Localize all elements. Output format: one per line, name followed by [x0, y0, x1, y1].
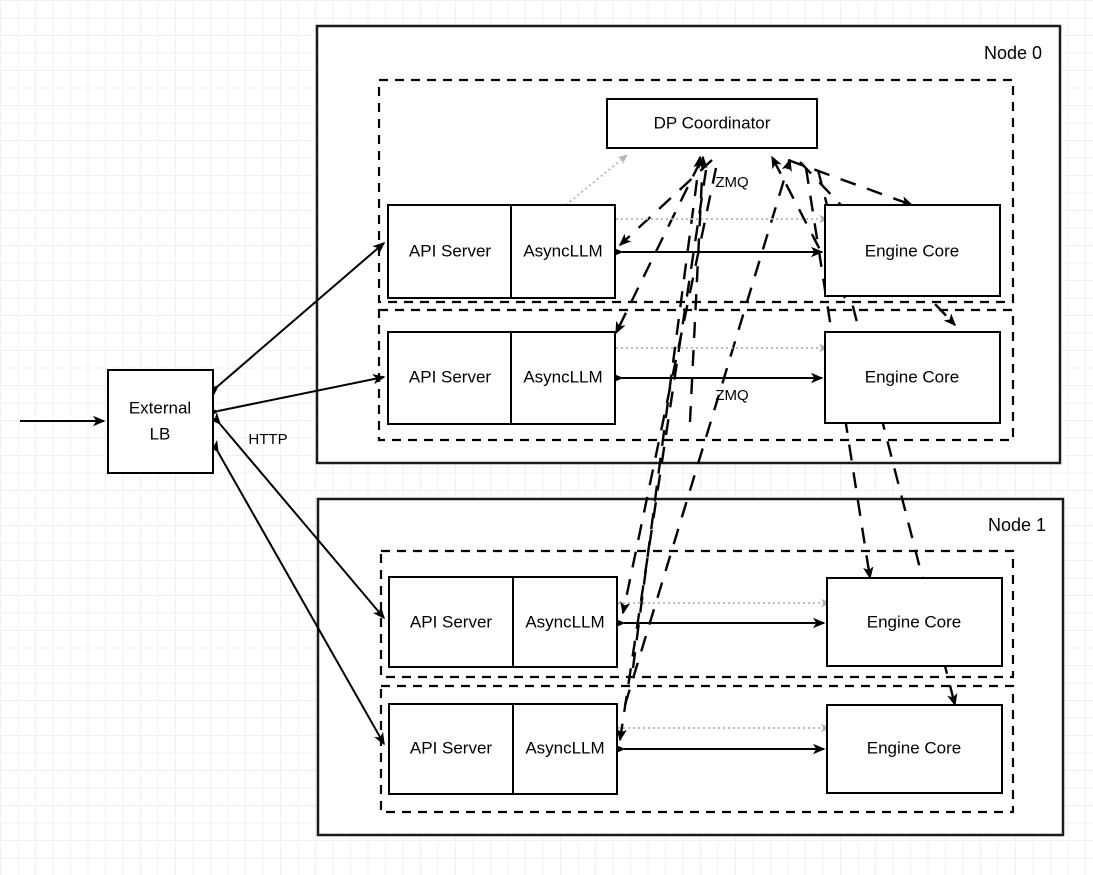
api-server-box-n0g1[interactable]: API Server AsyncLLM	[387, 331, 616, 425]
node-0-label: Node 0	[984, 43, 1042, 63]
zmq-link-engine-n1g0-to-coordinator	[631, 155, 704, 669]
external-lb-box[interactable]: External LB	[107, 369, 214, 474]
engine-core-label: Engine Core	[865, 367, 960, 386]
api-server-box-n1g1[interactable]: API Server AsyncLLM	[388, 703, 618, 795]
coordinator-to-asyncllm-n1g0	[620, 167, 718, 615]
asyncllm-label: AsyncLLM	[525, 738, 604, 757]
engine-core-box-n0g1[interactable]: Engine Core	[824, 331, 1001, 424]
lb-to-api-server-n1g1	[208, 439, 385, 746]
api-server-box-n1g0[interactable]: API Server AsyncLLM	[388, 576, 618, 668]
engine-core-label: Engine Core	[865, 241, 960, 260]
external-lb-label-line2: LB	[150, 424, 171, 443]
engine-core-box-n1g0[interactable]: Engine Core	[826, 577, 1003, 667]
zmq-link-engine-n1g1-to-coordinator	[623, 158, 792, 706]
zmq-label-mid: ZMQ	[715, 387, 748, 404]
engine-core-box-n1g1[interactable]: Engine Core	[826, 704, 1003, 794]
engine-core-box-n0g0[interactable]: Engine Core	[824, 204, 1001, 297]
dotted-asyncllm-n0g0-to-coordinator	[565, 154, 628, 206]
engine-core-label: Engine Core	[867, 612, 962, 631]
lb-to-api-server-n0g0	[206, 242, 386, 398]
engine-core-label: Engine Core	[867, 738, 962, 757]
node-1-group-0-boundary	[379, 549, 1015, 679]
asyncllm-label: AsyncLLM	[525, 612, 604, 631]
zmq-label-top: ZMQ	[715, 174, 748, 191]
api-server-label: API Server	[409, 241, 492, 260]
external-lb-label-line1: External	[129, 398, 191, 417]
http-label: HTTP	[248, 431, 287, 448]
api-server-label: API Server	[410, 738, 493, 757]
coordinator-to-engine-n0g0	[787, 158, 914, 207]
api-server-label: API Server	[410, 612, 493, 631]
node-1-label: Node 1	[988, 515, 1046, 535]
asyncllm-label: AsyncLLM	[523, 241, 602, 260]
dp-coordinator-label: DP Coordinator	[654, 113, 771, 132]
api-server-box-n0g0[interactable]: API Server AsyncLLM	[387, 204, 616, 299]
node-1-group-1-boundary	[379, 684, 1015, 814]
lb-to-api-server-n0g1	[206, 374, 386, 419]
dp-coordinator-box[interactable]: DP Coordinator	[606, 98, 818, 149]
coordinator-to-asyncllm-n1g1	[616, 169, 708, 742]
api-server-label: API Server	[409, 367, 492, 386]
coordinator-to-asyncllm-n0g0	[618, 159, 713, 247]
asyncllm-label: AsyncLLM	[523, 367, 602, 386]
